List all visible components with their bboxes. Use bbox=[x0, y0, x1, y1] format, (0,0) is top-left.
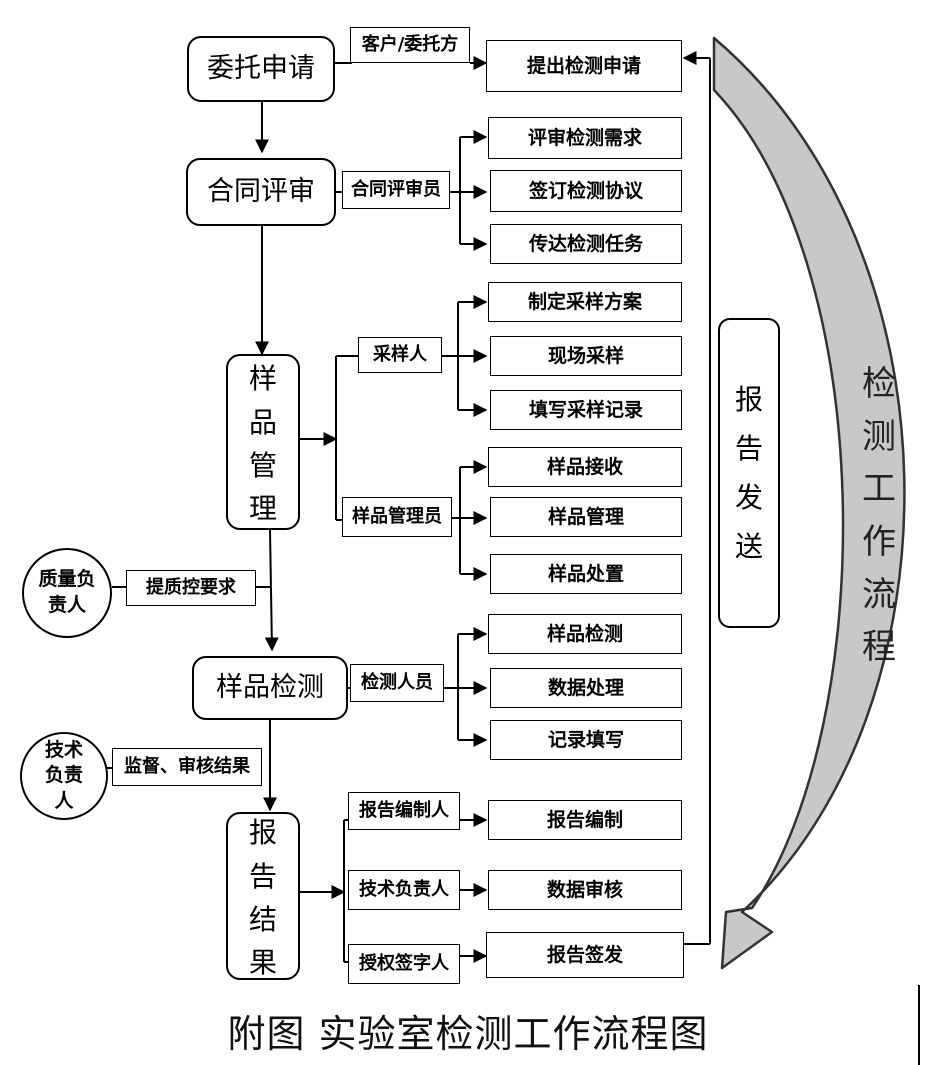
role-sampler: 采样人 bbox=[358, 337, 442, 373]
role-contract-reviewer: 合同评审员 bbox=[342, 171, 450, 209]
stage-entrust: 委托申请 bbox=[187, 36, 335, 102]
stage-report-result: 报告结果 bbox=[226, 812, 300, 980]
task-report-issue: 报告签发 bbox=[486, 932, 684, 978]
edge-line bbox=[918, 985, 920, 1065]
role-supervise: 监督、审核结果 bbox=[112, 748, 262, 786]
task-field-sampling: 现场采样 bbox=[490, 336, 682, 376]
task-data-review: 数据审核 bbox=[488, 870, 682, 910]
role-report-writer: 报告编制人 bbox=[348, 792, 460, 830]
stage-sample-management: 样品管理 bbox=[226, 354, 300, 530]
workflow-curved-arrow bbox=[712, 36, 906, 970]
task-sample-dispose: 样品处置 bbox=[490, 554, 682, 594]
figure-caption: 附图 实验室检测工作流程图 bbox=[227, 1012, 709, 1056]
task-data-process: 数据处理 bbox=[490, 668, 682, 708]
role-tech-lead: 技术负责人 bbox=[348, 870, 460, 910]
task-sign-agreement: 签订检测协议 bbox=[490, 170, 682, 212]
stage-sample-management-text: 样品管理 bbox=[249, 362, 278, 526]
workflow-label: 检测工作流程 bbox=[856, 358, 902, 674]
report-send-text: 报告发送 bbox=[735, 383, 764, 563]
task-sample-inspect: 样品检测 bbox=[488, 614, 682, 654]
task-assign-task: 传达检测任务 bbox=[490, 224, 682, 264]
stage-report-result-text: 报告结果 bbox=[249, 816, 278, 980]
stage-contract-review: 合同评审 bbox=[186, 158, 336, 226]
task-review-needs: 评审检测需求 bbox=[488, 117, 682, 159]
role-qc-requirement: 提质控要求 bbox=[126, 570, 256, 606]
report-send-box: 报告发送 bbox=[718, 318, 780, 628]
task-submit-request: 提出检测申请 bbox=[486, 40, 682, 92]
role-client: 客户/委托方 bbox=[350, 27, 470, 63]
task-sample-manage: 样品管理 bbox=[490, 497, 682, 537]
task-sample-receive: 样品接收 bbox=[488, 447, 682, 487]
quality-lead-circle: 质量负责人 bbox=[22, 548, 112, 638]
stage-sample-testing: 样品检测 bbox=[192, 656, 348, 720]
tech-lead-circle: 技术负责人 bbox=[20, 732, 108, 820]
workflow-label-text: 检测工作流程 bbox=[862, 364, 896, 668]
task-record-fill: 记录填写 bbox=[490, 720, 682, 760]
role-signer: 授权签字人 bbox=[348, 944, 460, 984]
task-sampling-record: 填写采样记录 bbox=[490, 390, 682, 430]
task-report-compile: 报告编制 bbox=[488, 800, 682, 840]
role-tester: 检测人员 bbox=[350, 664, 444, 702]
task-sampling-plan: 制定采样方案 bbox=[488, 282, 682, 322]
role-sample-admin: 样品管理员 bbox=[342, 497, 452, 537]
